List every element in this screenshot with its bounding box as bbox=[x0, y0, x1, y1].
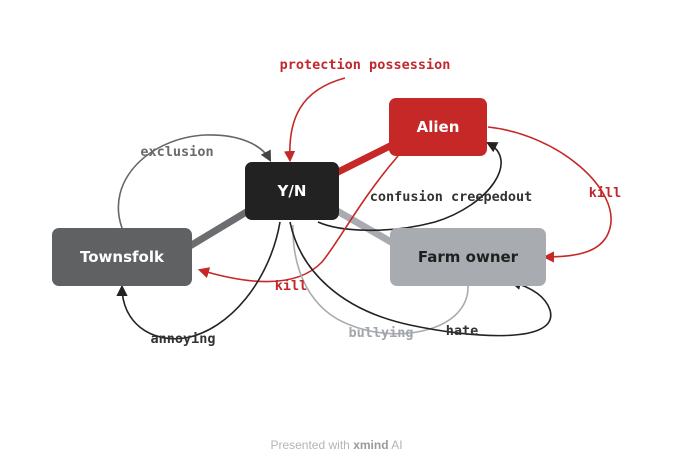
edge-hate bbox=[289, 221, 552, 337]
label-protection-possession: protection possession bbox=[280, 57, 451, 73]
node-farm-owner-label: Farm owner bbox=[418, 248, 519, 266]
label-annoying: annoying bbox=[150, 331, 215, 347]
edge-confusion-creepedout bbox=[317, 141, 502, 232]
edge-exclusion bbox=[117, 134, 272, 229]
label-kill-left: kill bbox=[275, 278, 308, 294]
footer-brand: xmind bbox=[353, 438, 389, 452]
edge-protection-possession bbox=[283, 77, 346, 163]
node-alien[interactable]: Alien bbox=[389, 98, 487, 156]
edge-annoying bbox=[116, 221, 281, 340]
node-townsfolk[interactable]: Townsfolk bbox=[52, 228, 192, 286]
node-yn[interactable]: Y/N bbox=[245, 162, 339, 220]
node-townsfolk-label: Townsfolk bbox=[80, 248, 165, 266]
edge-kill-right bbox=[487, 126, 612, 263]
node-yn-label: Y/N bbox=[277, 182, 307, 200]
footer-prefix: Presented with bbox=[270, 438, 350, 452]
node-alien-label: Alien bbox=[417, 118, 460, 136]
label-kill-right: kill bbox=[589, 185, 622, 201]
label-hate: hate bbox=[446, 323, 479, 339]
label-bullying: bullying bbox=[348, 325, 413, 341]
edge-labels: protection possession exclusion confusio… bbox=[140, 57, 621, 347]
edge-kill-left bbox=[197, 155, 399, 283]
edge-bullying bbox=[292, 224, 469, 335]
relationship-edges bbox=[116, 77, 612, 340]
label-confusion-creepedout: confusion creepedout bbox=[370, 189, 533, 205]
label-exclusion: exclusion bbox=[140, 144, 213, 160]
footer-suffix: AI bbox=[391, 438, 403, 452]
footer-attribution: Presented with xmind AI bbox=[0, 438, 673, 452]
node-farm-owner[interactable]: Farm owner bbox=[390, 228, 546, 286]
